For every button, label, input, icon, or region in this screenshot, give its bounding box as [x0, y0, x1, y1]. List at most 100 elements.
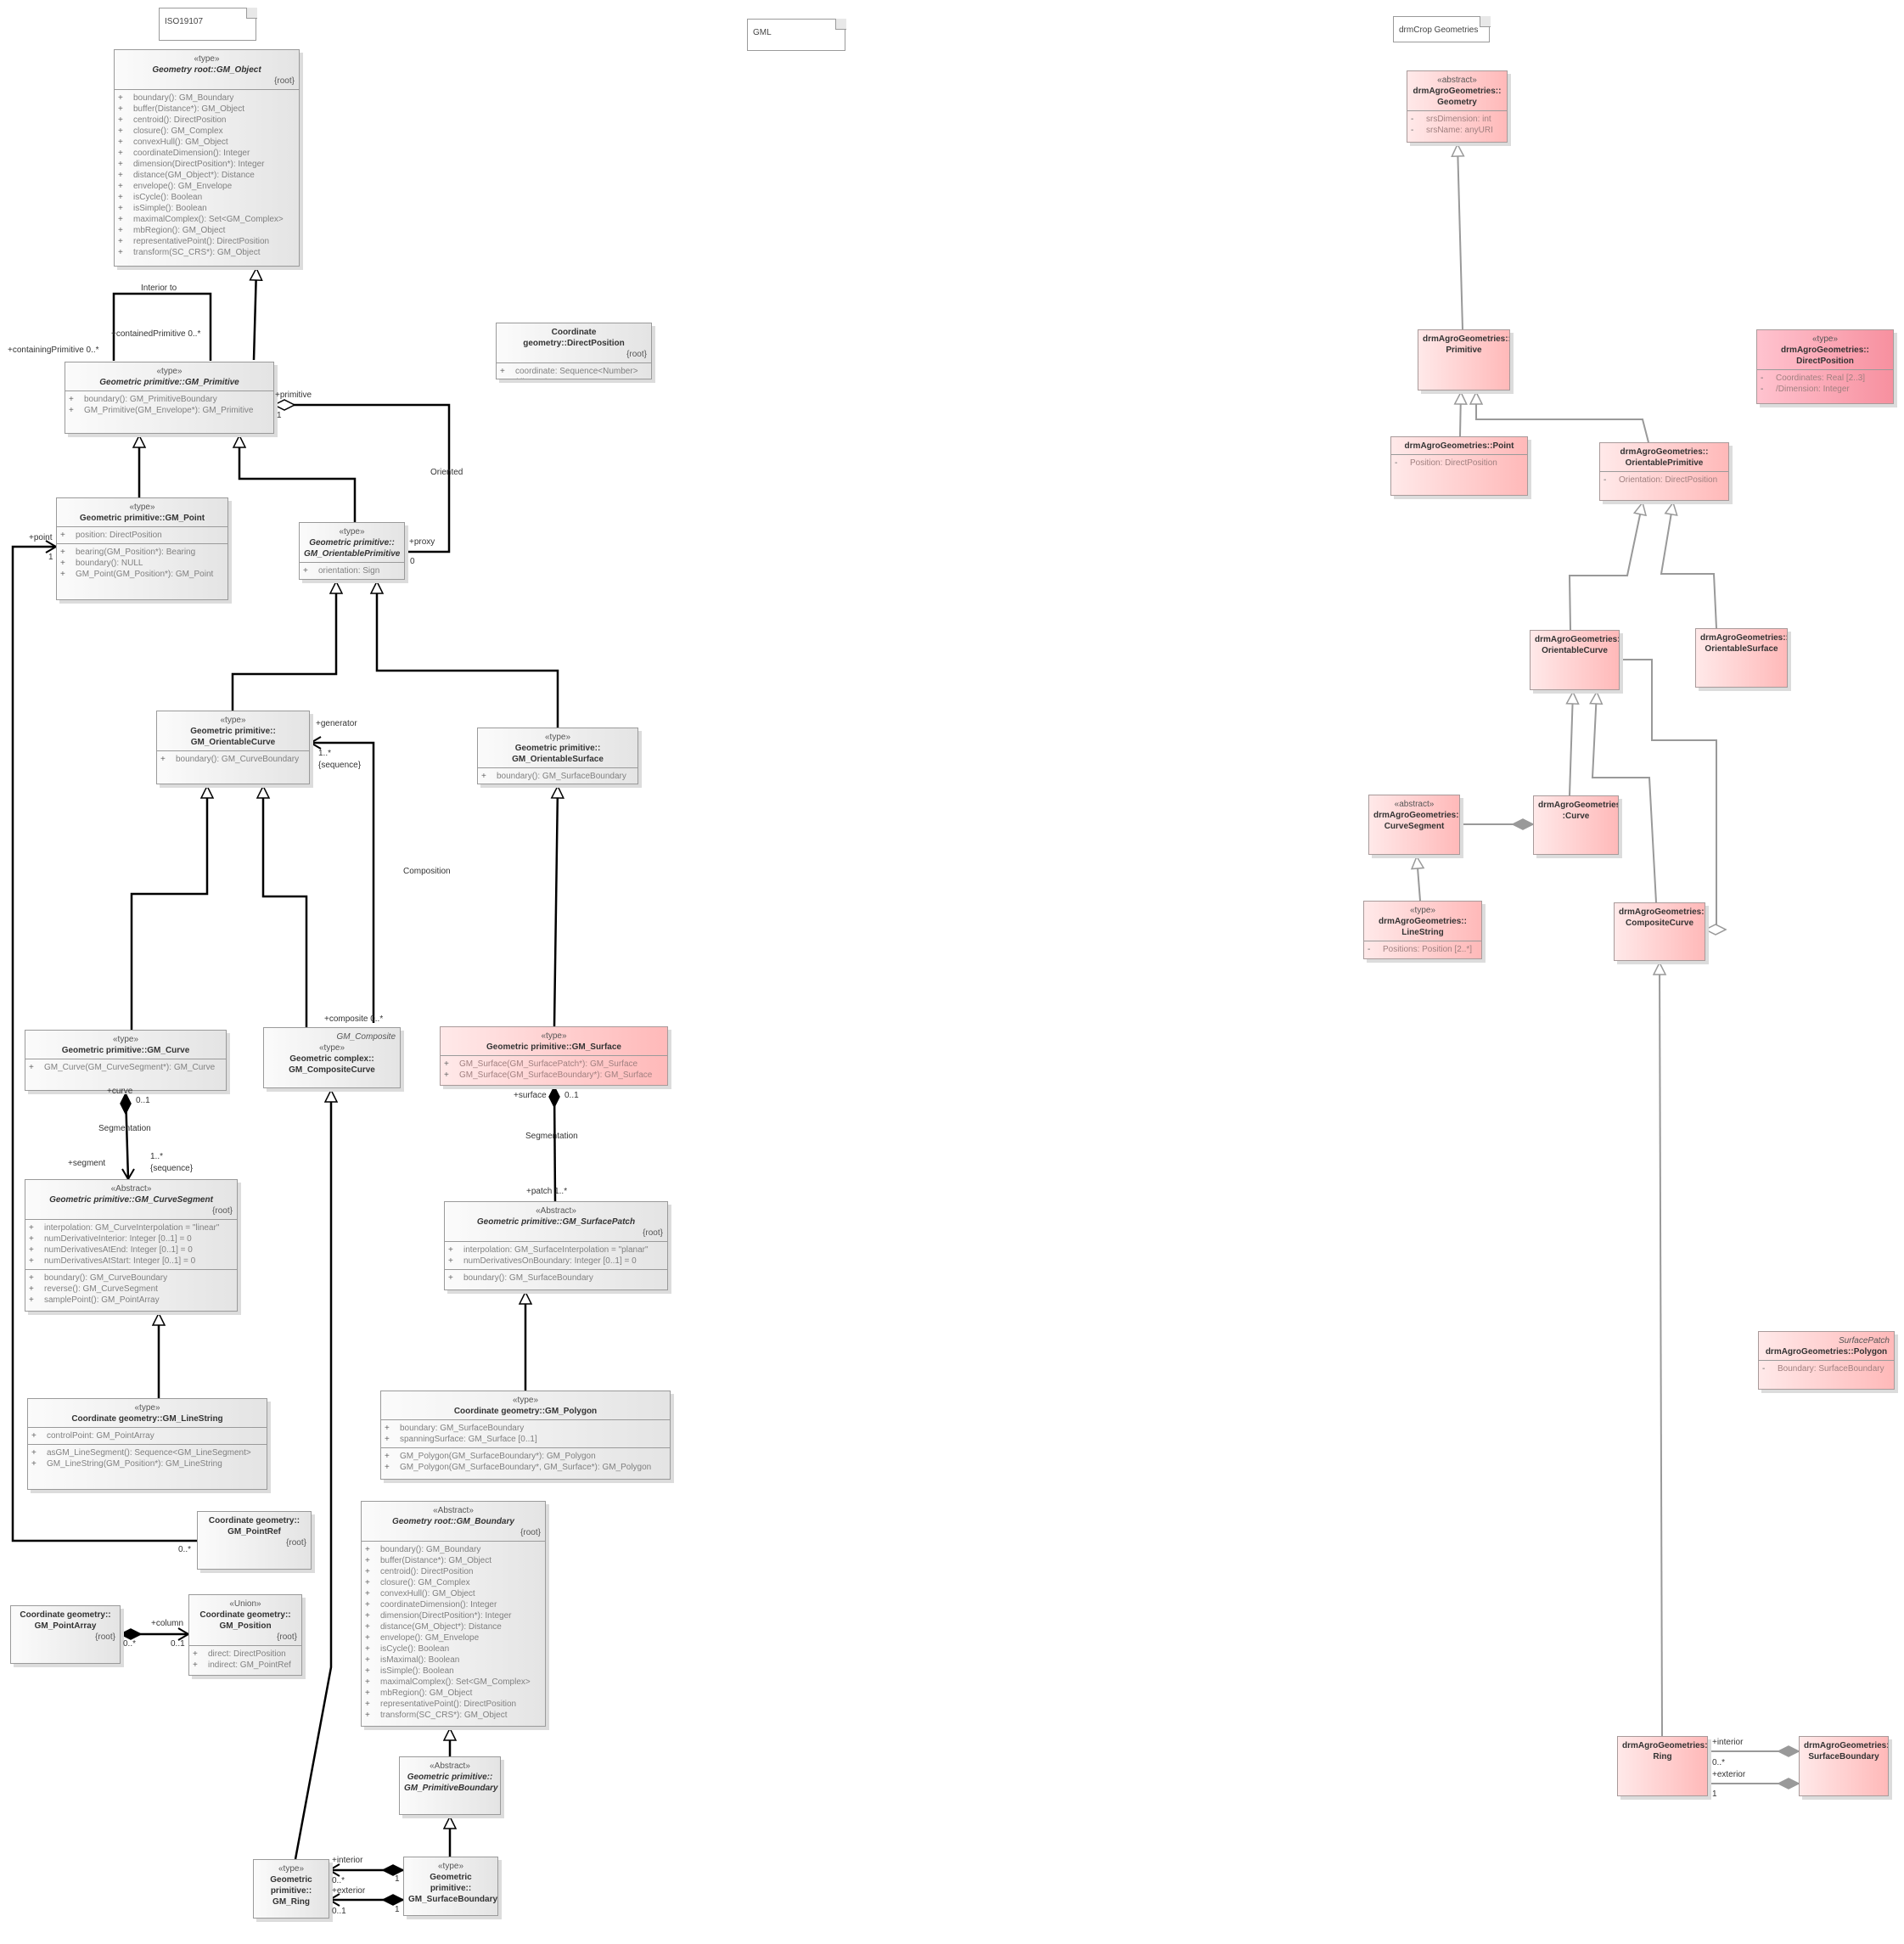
class-member[interactable]: +GM_Surface(GM_SurfacePatch*): GM_Surfac… — [444, 1059, 664, 1070]
class-gm-primitive[interactable]: «type»Geometric primitive::GM_Primitive+… — [65, 362, 274, 434]
class-member[interactable]: +position: DirectPosition — [60, 530, 224, 541]
class-drm-geometry[interactable]: «abstract»drmAgroGeometries:: Geometry-s… — [1407, 70, 1508, 143]
class-drm-linestring[interactable]: «type»drmAgroGeometries:: LineString-Pos… — [1363, 901, 1482, 959]
generalization-connector[interactable] — [553, 785, 559, 1027]
class-gm-pointarray[interactable]: Coordinate geometry:: GM_PointArray{root… — [10, 1605, 121, 1664]
class-member[interactable]: +isCycle(): Boolean — [118, 192, 295, 203]
generalization-connector[interactable] — [1568, 502, 1643, 631]
class-member[interactable]: +spanningSurface: GM_Surface [0..1] — [385, 1434, 666, 1445]
class-member[interactable]: +closure(): GM_Complex — [118, 126, 295, 137]
class-member[interactable]: +envelope(): GM_Envelope — [118, 181, 295, 192]
generalization-connector[interactable] — [1457, 143, 1463, 330]
class-member[interactable]: +boundary(): GM_PrimitiveBoundary — [69, 394, 270, 405]
class-member[interactable]: +GM_Polygon(GM_SurfaceBoundary*): GM_Pol… — [385, 1451, 666, 1462]
class-gm-pointref[interactable]: Coordinate geometry:: GM_PointRef{root} — [197, 1511, 312, 1570]
class-member[interactable]: +isCycle(): Boolean — [365, 1643, 542, 1655]
class-member[interactable]: +GM_Surface(GM_SurfaceBoundary*): GM_Sur… — [444, 1070, 664, 1081]
class-member[interactable]: +boundary(): GM_SurfaceBoundary — [448, 1273, 664, 1284]
class-drm-directposition[interactable]: «type»drmAgroGeometries:: DirectPosition… — [1756, 329, 1894, 404]
class-member[interactable]: +interpolation: GM_CurveInterpolation = … — [29, 1222, 233, 1233]
generalization-connector[interactable] — [294, 1090, 333, 1860]
class-member[interactable]: -Coordinates: Real [2..3] — [1761, 373, 1890, 384]
class-drm-surfaceboundary[interactable]: drmAgroGeometries:: SurfaceBoundary — [1799, 1736, 1889, 1796]
class-member[interactable]: +GM_LineString(GM_Position*): GM_LineStr… — [31, 1458, 263, 1469]
class-member[interactable]: +interpolation: GM_SurfaceInterpolation … — [448, 1244, 664, 1256]
class-drm-orientablecurve[interactable]: drmAgroGeometries:: OrientableCurve — [1530, 630, 1620, 690]
class-member[interactable]: +indirect: GM_PointRef — [193, 1660, 298, 1671]
class-gm-orientablesurface[interactable]: «type»Geometric primitive:: GM_Orientabl… — [477, 728, 638, 784]
class-drm-ring[interactable]: drmAgroGeometries:: Ring — [1617, 1736, 1708, 1796]
class-gm-boundary[interactable]: «Abstract»Geometry root::GM_Boundary{roo… — [361, 1501, 546, 1727]
class-member[interactable]: +numDerivativesAtStart: Integer [0..1] =… — [29, 1256, 233, 1267]
class-cg-directposition[interactable]: Coordinate geometry::DirectPosition{root… — [496, 323, 652, 379]
class-member[interactable]: +centroid(): DirectPosition — [365, 1566, 542, 1577]
class-gm-primitiveboundary[interactable]: «Abstract»Geometric primitive:: GM_Primi… — [399, 1756, 501, 1815]
class-member[interactable]: +boundary(): GM_SurfaceBoundary — [481, 771, 634, 782]
class-drm-point[interactable]: drmAgroGeometries::Point-Position: Direc… — [1390, 436, 1528, 496]
class-drm-orientableprimitive[interactable]: drmAgroGeometries:: OrientablePrimitive-… — [1599, 442, 1729, 501]
class-member[interactable]: +boundary(): NULL — [60, 558, 224, 569]
class-member[interactable]: +boundary: GM_SurfaceBoundary — [385, 1423, 666, 1434]
generalization-connector[interactable] — [238, 435, 357, 522]
drm-note[interactable]: drmCrop Geometries — [1393, 16, 1490, 42]
class-member[interactable]: +closure(): GM_Complex — [365, 1577, 542, 1588]
class-gm-point[interactable]: «type»Geometric primitive::GM_Point+posi… — [56, 497, 228, 600]
class-member[interactable]: +GM_Point(GM_Position*): GM_Point — [60, 569, 224, 580]
class-member[interactable]: +numDerivativesAtEnd: Integer [0..1] = 0 — [29, 1244, 233, 1256]
class-member[interactable]: +isMaximal(): Boolean — [365, 1655, 542, 1666]
generalization-connector[interactable] — [252, 267, 258, 361]
class-member[interactable]: +numDerivativesOnBoundary: Integer [0..1… — [448, 1256, 664, 1267]
class-member[interactable]: +boundary(): GM_CurveBoundary — [160, 754, 306, 765]
class-member[interactable]: -Positions: Position [2..*] — [1368, 944, 1478, 955]
generalization-connector[interactable] — [375, 582, 559, 728]
class-member[interactable]: -srsName: anyURI — [1411, 125, 1503, 136]
class-member[interactable]: +orientation: Sign — [303, 565, 401, 576]
class-member[interactable]: +asGM_LineSegment(): Sequence<GM_LineSeg… — [31, 1447, 263, 1458]
class-member[interactable]: +mbRegion(): GM_Object — [365, 1688, 542, 1699]
class-member[interactable]: +GM_Curve(GM_CurveSegment*): GM_Curve — [29, 1062, 222, 1073]
class-member[interactable]: +GM_Primitive(GM_Envelope*): GM_Primitiv… — [69, 405, 270, 416]
class-gm-linestring[interactable]: «type»Coordinate geometry::GM_LineString… — [27, 1398, 267, 1490]
class-member[interactable]: +transform(SC_CRS*): GM_Object — [365, 1710, 542, 1721]
class-member[interactable]: +maximalComplex(): Set<GM_Complex> — [118, 214, 295, 225]
class-member[interactable]: +/dimension: Integer — [500, 377, 648, 379]
class-member[interactable]: +maximalComplex(): Set<GM_Complex> — [365, 1677, 542, 1688]
class-drm-orientablesurface[interactable]: drmAgroGeometries:: OrientableSurface — [1695, 628, 1788, 688]
class-member[interactable]: +distance(GM_Object*): Distance — [118, 170, 295, 181]
class-member[interactable]: +buffer(Distance*): GM_Object — [118, 104, 295, 115]
generalization-connector[interactable] — [1591, 691, 1657, 903]
generalization-connector[interactable] — [1660, 502, 1717, 629]
class-drm-curve[interactable]: drmAgroGeometries:: :Curve — [1533, 795, 1619, 855]
class-member[interactable]: +dimension(DirectPosition*): Integer — [118, 159, 295, 170]
class-member[interactable]: +bearing(GM_Position*): Bearing — [60, 547, 224, 558]
class-member[interactable]: +controlPoint: GM_PointArray — [31, 1430, 263, 1441]
gml-note[interactable]: GML — [747, 19, 845, 51]
class-member[interactable]: +dimension(DirectPosition*): Integer — [365, 1610, 542, 1621]
class-gm-position[interactable]: «Union»Coordinate geometry:: GM_Position… — [188, 1594, 302, 1676]
class-member[interactable]: +convexHull(): GM_Object — [365, 1588, 542, 1599]
composite-curve-aggregation[interactable] — [1620, 659, 1717, 930]
class-gm-surface[interactable]: «type»Geometric primitive::GM_Surface+GM… — [440, 1026, 668, 1086]
class-member[interactable]: +GM_Polygon(GM_SurfaceBoundary*, GM_Surf… — [385, 1462, 666, 1473]
class-member[interactable]: +coordinateDimension(): Integer — [365, 1599, 542, 1610]
oriented-association[interactable] — [274, 403, 451, 553]
class-gm-object[interactable]: «type»Geometry root::GM_Object{root}+bou… — [114, 49, 300, 267]
generalization-connector[interactable] — [231, 582, 338, 711]
class-drm-primitive[interactable]: drmAgroGeometries:: Primitive — [1418, 329, 1510, 390]
class-gm-polygon[interactable]: «type»Coordinate geometry::GM_Polygon+bo… — [380, 1391, 671, 1480]
class-gm-ring[interactable]: «type»Geometric primitive:: GM_Ring — [253, 1859, 329, 1919]
generalization-connector[interactable] — [1475, 392, 1649, 443]
class-member[interactable]: +centroid(): DirectPosition — [118, 115, 295, 126]
class-gm-surfaceboundary[interactable]: «type»Geometric primitive:: GM_SurfaceBo… — [403, 1857, 498, 1916]
class-member[interactable]: +direct: DirectPosition — [193, 1649, 298, 1660]
generalization-connector[interactable] — [1659, 962, 1663, 1737]
class-member[interactable]: +coordinate: Sequence<Number> — [500, 366, 648, 377]
class-gm-curve[interactable]: «type»Geometric primitive::GM_Curve+GM_C… — [25, 1030, 227, 1091]
class-member[interactable]: +reverse(): GM_CurveSegment — [29, 1284, 233, 1295]
generalization-connector[interactable] — [261, 786, 308, 1027]
class-gm-surfacepatch[interactable]: «Abstract»Geometric primitive::GM_Surfac… — [444, 1201, 668, 1290]
class-member[interactable]: +coordinateDimension(): Integer — [118, 148, 295, 159]
class-member[interactable]: +convexHull(): GM_Object — [118, 137, 295, 148]
class-gm-compositecurve[interactable]: GM_Composite«type»Geometric complex:: GM… — [263, 1027, 401, 1088]
class-member[interactable]: +numDerivativeInterior: Integer [0..1] =… — [29, 1233, 233, 1244]
